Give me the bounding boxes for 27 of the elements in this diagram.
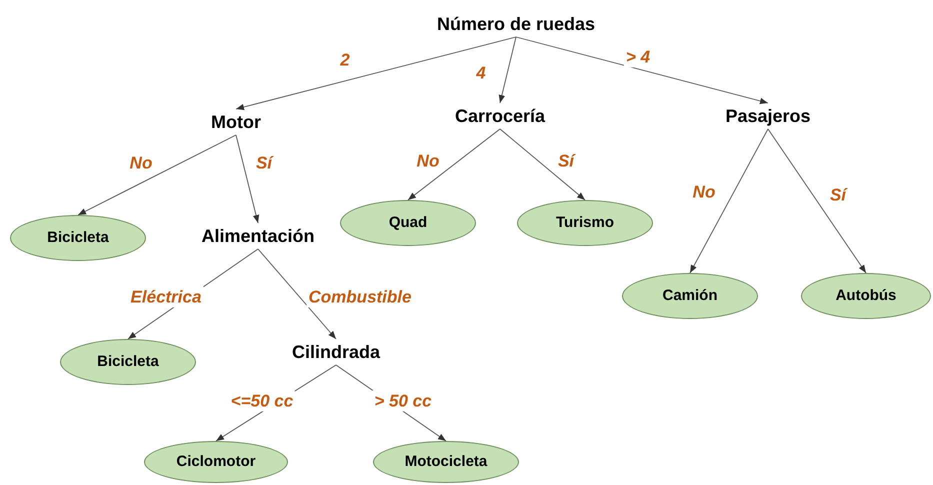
arrow	[258, 248, 336, 340]
decision-text: Pasajeros	[713, 103, 823, 129]
leaf-ellipse: Motocicleta	[373, 441, 519, 483]
arrow	[236, 36, 516, 110]
arrow	[408, 128, 500, 200]
arrow	[78, 134, 236, 216]
decision-text: Alimentación	[188, 223, 328, 249]
arrow	[498, 36, 516, 104]
decision-text: Cilindrada	[276, 339, 396, 365]
leaf-ellipse: Quad	[340, 200, 476, 246]
leaf-ellipse: Ciclomotor	[144, 441, 288, 483]
leaf-ellipse: Turismo	[517, 200, 653, 246]
decision-text: Número de ruedas	[416, 11, 616, 37]
edge-label: Eléctrica	[128, 286, 204, 308]
arrow	[768, 128, 866, 274]
arrow	[690, 128, 768, 274]
decision-text: Motor	[196, 109, 276, 135]
leaf-ellipse: Bicicleta	[10, 215, 146, 261]
arrow	[236, 134, 260, 224]
arrow	[516, 36, 768, 104]
leaf-ellipse: Bicicleta	[60, 339, 196, 385]
leaf-ellipse: Camión	[622, 273, 758, 319]
edge-label: <=50 cc	[228, 390, 296, 412]
edge-label: > 50 cc	[372, 390, 434, 412]
leaf-ellipse: Autobús	[801, 273, 931, 319]
decision-text: Carrocería	[440, 103, 560, 129]
arrow	[500, 128, 586, 200]
